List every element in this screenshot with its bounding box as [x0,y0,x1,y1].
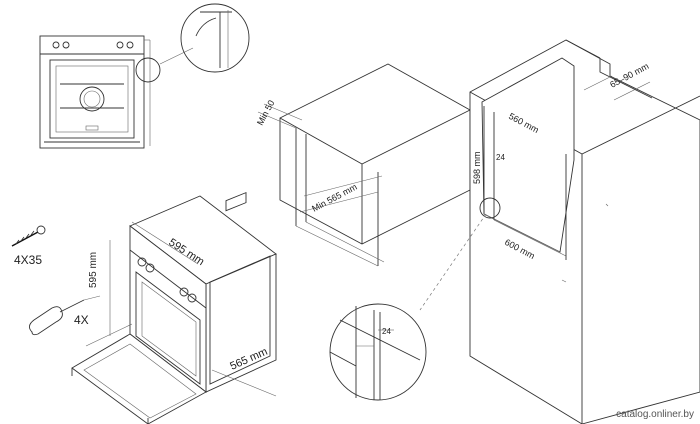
label-screws: 4X35 [14,253,42,267]
label-24-bottom: 24 [382,327,391,336]
label-qty: 4X [74,313,89,327]
oven-body [71,191,277,424]
screw-icon [11,225,46,247]
label-min50: Min 50 [255,98,277,127]
screwdriver-icon [29,295,101,336]
detail-callout-top [135,3,250,83]
label-oven-height: 595 mm [88,252,99,288]
detail-callout-bottom [329,303,427,401]
detail-leader [419,213,487,311]
label-24-top: 24 [496,153,505,162]
label-598: 598 mm [472,151,482,184]
watermark: catalog.onliner.by [616,409,694,420]
cabinet-tall [469,39,700,424]
cabinet-middle [257,63,471,267]
oven-front-inset [39,35,151,149]
oven-dimensions [109,221,277,397]
